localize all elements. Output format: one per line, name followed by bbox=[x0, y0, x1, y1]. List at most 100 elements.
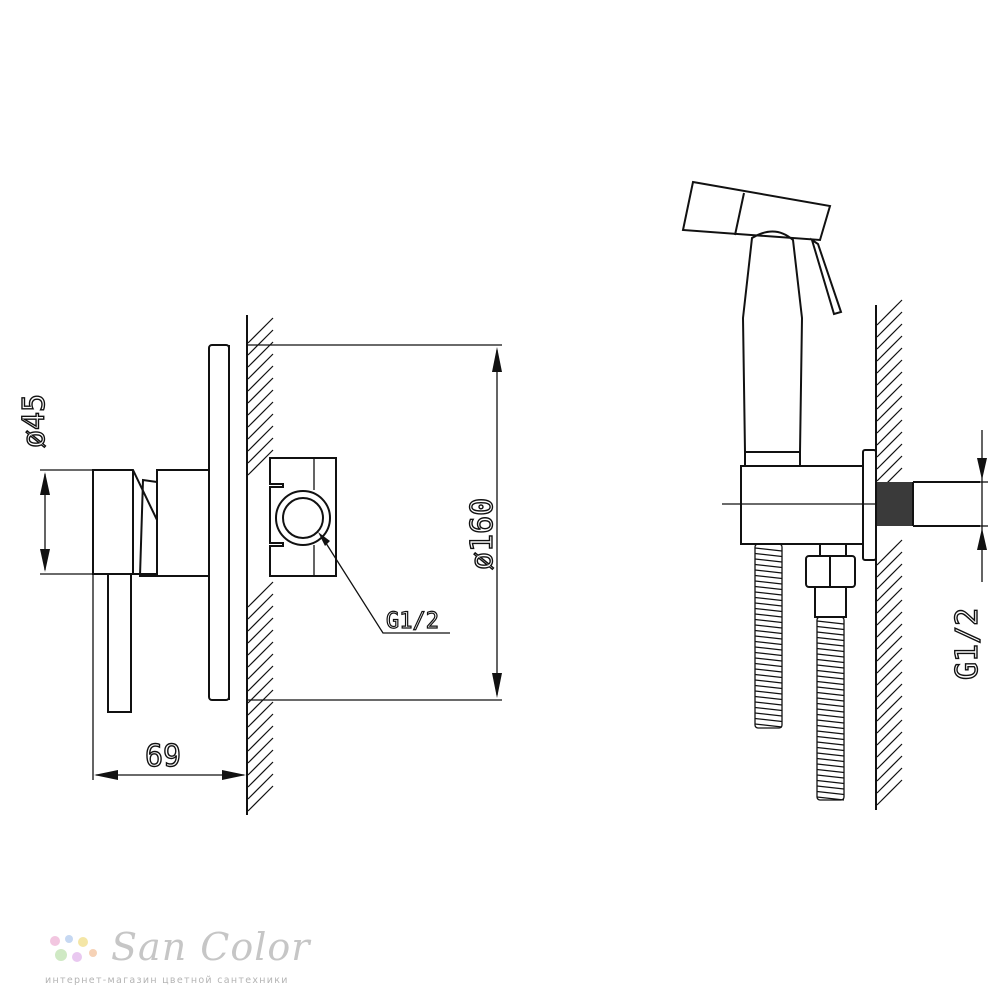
hose-ridge bbox=[754, 690, 783, 695]
g12-leader-line bbox=[323, 539, 450, 634]
hose-ridge bbox=[754, 547, 783, 552]
hatch-stroke bbox=[876, 587, 903, 614]
shower-head-seam bbox=[734, 192, 745, 236]
hose-ridge bbox=[754, 563, 783, 569]
hatch-stroke bbox=[247, 689, 274, 716]
hatch-stroke bbox=[247, 761, 274, 788]
hatch-stroke bbox=[876, 671, 903, 698]
shower-handle bbox=[741, 230, 804, 453]
hatch-stroke bbox=[247, 701, 274, 728]
logo-dot bbox=[89, 949, 97, 957]
dim45-arrow-bottom bbox=[40, 549, 50, 572]
hose-ridge bbox=[754, 673, 783, 679]
hose-ridge bbox=[816, 691, 845, 697]
right-view: G1/2 bbox=[681, 180, 988, 810]
hose-ridge bbox=[754, 558, 783, 563]
hatch-stroke bbox=[876, 323, 903, 350]
hatch-stroke bbox=[247, 353, 274, 380]
hatch-stroke bbox=[876, 695, 903, 722]
hose-ferrule bbox=[814, 586, 847, 618]
hose-ridge bbox=[754, 662, 783, 668]
hose-ridge bbox=[816, 796, 845, 801]
hatch-stroke bbox=[247, 389, 274, 416]
hose-ridge bbox=[816, 730, 845, 735]
hatch-stroke bbox=[876, 383, 903, 410]
hatch-stroke bbox=[876, 431, 903, 458]
hose-ridge bbox=[754, 679, 783, 684]
hose-ridge bbox=[816, 686, 845, 691]
thread-label-right: G1/2 bbox=[950, 608, 985, 680]
hose-ridge bbox=[754, 591, 783, 596]
g12-right-arrow-bottom bbox=[977, 528, 987, 550]
hose-ridge bbox=[754, 668, 783, 673]
hose-ridge bbox=[816, 697, 845, 702]
hatch-stroke bbox=[876, 347, 903, 374]
left-wall-hatching bbox=[247, 317, 274, 812]
hatch-stroke bbox=[247, 653, 274, 680]
hose-ridge bbox=[816, 779, 845, 785]
hose-ridge bbox=[816, 631, 845, 636]
g12-right-arrow-top bbox=[977, 458, 987, 480]
hatch-stroke bbox=[876, 599, 903, 626]
hatch-stroke bbox=[876, 455, 903, 482]
hatch-stroke bbox=[876, 539, 903, 566]
hose-ridge bbox=[754, 684, 783, 690]
hatch-stroke bbox=[876, 551, 903, 578]
hose-ridge bbox=[816, 713, 845, 719]
hatch-stroke bbox=[247, 785, 274, 812]
dimension-160: ø160 bbox=[465, 498, 500, 570]
hatch-stroke bbox=[876, 647, 903, 674]
hatch-stroke bbox=[876, 407, 903, 434]
hose-ridge bbox=[754, 657, 783, 662]
hatch-stroke bbox=[876, 635, 903, 662]
connection-bracket bbox=[269, 457, 337, 577]
hose-ridge bbox=[754, 607, 783, 613]
hose-ridge bbox=[816, 719, 845, 724]
hose-ridge bbox=[754, 574, 783, 580]
hose-ridge bbox=[754, 552, 783, 558]
hose-ridge bbox=[816, 620, 845, 625]
hose-ridge bbox=[754, 585, 783, 591]
hatch-stroke bbox=[247, 641, 274, 668]
hatch-stroke bbox=[247, 629, 274, 656]
hatch-stroke bbox=[876, 371, 903, 398]
handle-ring bbox=[744, 451, 801, 467]
logo-dot bbox=[78, 937, 88, 947]
hatch-stroke bbox=[876, 311, 903, 338]
right-wall-hatching bbox=[876, 299, 903, 806]
logo-tagline: интернет-магазин цветной сантехники bbox=[45, 975, 289, 986]
hatch-stroke bbox=[247, 773, 274, 800]
hatch-stroke bbox=[247, 401, 274, 428]
hose-ridge bbox=[816, 636, 845, 642]
hatch-stroke bbox=[876, 299, 903, 326]
hose-ridge bbox=[816, 658, 845, 664]
hatch-stroke bbox=[247, 725, 274, 752]
hatch-stroke bbox=[876, 659, 903, 686]
hose-ridge bbox=[754, 596, 783, 602]
flexible-hose-to-nut bbox=[816, 616, 845, 801]
hose-ridge bbox=[816, 664, 845, 669]
hose-ridge bbox=[754, 723, 783, 728]
g12-connection-inner bbox=[282, 497, 324, 539]
hose-ridge bbox=[816, 724, 845, 730]
mixer-handle bbox=[92, 469, 158, 575]
g12-leader-arrow bbox=[318, 532, 330, 546]
hose-ridge bbox=[754, 613, 783, 618]
sancolor-logo: San Color интернет-магазин цветной санте… bbox=[45, 925, 345, 995]
hose-ridge bbox=[816, 702, 845, 708]
hatch-stroke bbox=[247, 677, 274, 704]
hose-ridge bbox=[816, 647, 845, 653]
hatch-stroke bbox=[247, 449, 274, 476]
hatch-stroke bbox=[876, 683, 903, 710]
hatch-stroke bbox=[247, 713, 274, 740]
hatch-stroke bbox=[247, 377, 274, 404]
shower-head-nozzle bbox=[681, 180, 832, 242]
hose-ridge bbox=[816, 669, 845, 675]
hatch-stroke bbox=[247, 617, 274, 644]
hose-ridge bbox=[816, 757, 845, 763]
hose-ridge bbox=[754, 624, 783, 629]
logo-dot bbox=[72, 952, 82, 962]
threaded-insert bbox=[877, 482, 913, 526]
logo-dots bbox=[50, 935, 97, 962]
hose-ridge bbox=[754, 717, 783, 723]
